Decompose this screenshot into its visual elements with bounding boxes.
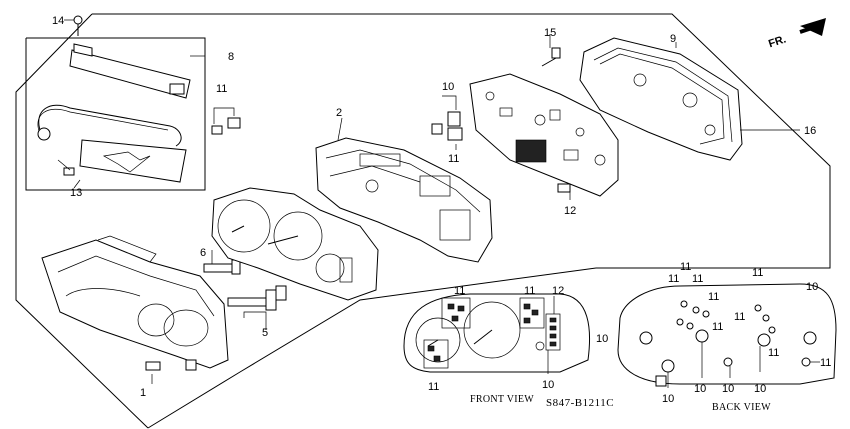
- callout-14: 14: [52, 15, 64, 27]
- callout-11-center: 11: [448, 153, 459, 165]
- main-box-outline: [92, 13, 831, 269]
- callout-2: 2: [336, 107, 342, 119]
- front-view-caption: FRONT VIEW: [470, 394, 534, 405]
- back-callout-10-5: 10: [806, 281, 818, 293]
- bulb-part-13: [57, 159, 75, 176]
- knob-part-5: [227, 285, 287, 330]
- back-callout-10-1: 10: [596, 333, 608, 345]
- plate: [79, 139, 187, 183]
- diagram-code: S847-B1211C: [546, 397, 614, 409]
- front-callout-11-top: 11: [454, 285, 465, 297]
- front-callout-12: 12: [552, 285, 564, 297]
- callout-11-left: 11: [216, 83, 227, 95]
- direction-label: FR.: [767, 33, 788, 50]
- callout-6: 6: [200, 247, 206, 259]
- subgroup-box: [25, 37, 206, 191]
- callout-5: 5: [262, 327, 268, 339]
- back-view-caption: BACK VIEW: [712, 402, 771, 413]
- back-callout-11-5: 11: [712, 321, 723, 333]
- knob-part-6: [203, 259, 241, 275]
- callout-16: 16: [804, 125, 816, 137]
- back-callout-11-3: 11: [668, 273, 679, 285]
- callout-9: 9: [670, 33, 676, 45]
- bracket-part-8: [69, 43, 205, 99]
- front-direction-arrow: FR.: [767, 18, 826, 50]
- callout-1: 1: [140, 387, 146, 399]
- back-callout-11-1: 11: [680, 261, 691, 273]
- screw-part-15: [541, 34, 561, 67]
- back-callout-11-8: 11: [768, 347, 779, 359]
- back-callout-10-3: 10: [694, 383, 706, 395]
- back-callout-11-7: 11: [734, 311, 745, 323]
- callout-8: 8: [228, 51, 234, 63]
- case-part-1: [41, 235, 229, 371]
- front-callout-11-bottom: 11: [428, 381, 439, 393]
- back-callout-11-6: 11: [752, 267, 763, 279]
- bulbs-part-10-11: [431, 95, 463, 141]
- callout-12: 12: [564, 205, 576, 217]
- callout-13: 13: [70, 187, 82, 199]
- dial-face: [211, 187, 379, 301]
- back-callout-11-10: 10: [722, 383, 734, 395]
- back-callout-10-4: 10: [754, 383, 766, 395]
- front-callout-10: 10: [542, 379, 554, 391]
- front-callout-11-right: 11: [524, 285, 535, 297]
- callout-10: 10: [442, 81, 454, 93]
- back-callout-11-9: 11: [820, 357, 831, 369]
- callout-15: 15: [544, 27, 556, 39]
- screw-part-12: [557, 183, 571, 200]
- leader-lines: [73, 42, 800, 384]
- housing-part-2: [315, 137, 493, 263]
- circuit-board: [469, 73, 619, 197]
- back-callout-11-2: 11: [692, 273, 703, 285]
- back-callout-11-4: 11: [708, 291, 719, 303]
- back-callout-10-2: 10: [662, 393, 674, 405]
- panel-part-9: [579, 37, 743, 161]
- front-view-gauge: [403, 293, 591, 374]
- back-view-gauge: [617, 283, 837, 388]
- screw-part-14: [64, 15, 83, 36]
- wire-harness: [37, 104, 182, 147]
- bulb-part-11-left: [211, 107, 241, 135]
